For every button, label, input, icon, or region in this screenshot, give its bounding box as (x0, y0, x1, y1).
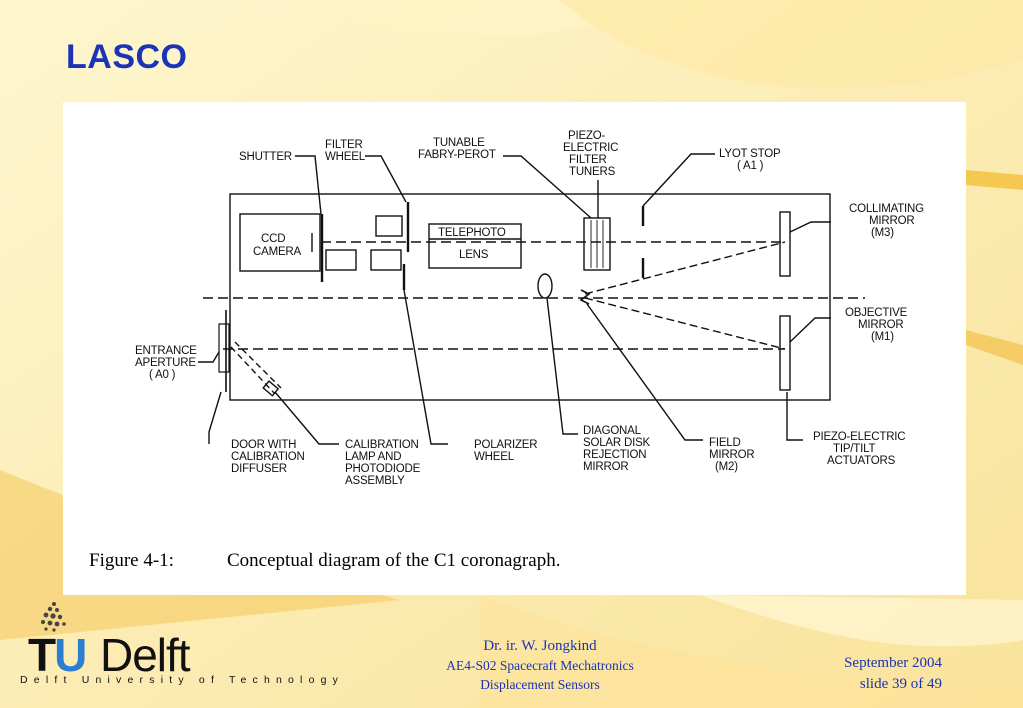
solar-disk-rejection-mirror (537, 273, 553, 299)
logo-tu: TU (28, 629, 87, 681)
diagram-label: FILTER (569, 154, 607, 166)
diagram-label: PIEZO-ELECTRIC (813, 431, 905, 443)
figure-caption: Figure 4-1: Conceptual diagram of the C1 … (89, 550, 560, 572)
diagram-label: WHEEL (474, 451, 515, 463)
diagram-label: ( A1 ) (737, 160, 764, 172)
diagram-label: CAMERA (253, 246, 302, 258)
slide-title: LASCO (66, 38, 188, 76)
diagram-label: WHEEL (325, 151, 366, 163)
instrument-housing (229, 193, 831, 401)
diagram-label: FILTER (325, 139, 363, 151)
diagram-label: LENS (459, 249, 489, 261)
footer-author: Dr. ir. W. Jongkind (483, 638, 597, 654)
diagram-label: TUNABLE (433, 137, 485, 149)
diagram-label: (M3) (871, 227, 894, 239)
diagram-label: ( A0 ) (149, 369, 176, 381)
diagram-label: FABRY-PEROT (418, 149, 496, 161)
logo-delft: Delft (100, 629, 191, 681)
footer-topic: Displacement Sensors (480, 677, 600, 692)
diagram-label: LAMP AND (345, 451, 401, 463)
label-shutter: SHUTTER (239, 151, 292, 163)
diagram-label: MIRROR (583, 461, 628, 473)
field-mirror (579, 289, 591, 305)
flame-icon (41, 602, 66, 632)
diagram-label: TUNERS (569, 166, 616, 178)
figure-caption-text: Conceptual diagram of the C1 coronagraph… (227, 550, 561, 571)
diagram-label: POLARIZER (474, 439, 537, 451)
diagram-label: LYOT STOP (719, 148, 781, 160)
entrance-aperture (218, 323, 230, 373)
diagram-label: (M1) (871, 331, 894, 343)
diagram-label: APERTURE (135, 357, 196, 369)
diagram-label: (M2) (715, 461, 738, 473)
fabry-perot-filter (583, 217, 611, 271)
diagram-label: ENTRANCE (135, 345, 197, 357)
diagram-label: DOOR WITH (231, 439, 296, 451)
diagram-label: CALIBRATION (231, 451, 305, 463)
diagram-label: COLLIMATING (849, 203, 924, 215)
diagram-label: FIELD (709, 437, 741, 449)
diagram-label: MIRROR (709, 449, 754, 461)
footer-course: AE4-S02 Spacecraft Mechatronics (446, 658, 634, 673)
ccd-camera-box (239, 213, 321, 272)
tu-delft-logo: TU Delft Delft University of Technology (20, 600, 338, 700)
diagram-label: REJECTION (583, 449, 646, 461)
footer-date: September 2004 (844, 655, 942, 671)
diagram-label: CALIBRATION (345, 439, 419, 451)
figure-caption-number: Figure 4-1: (89, 550, 174, 571)
diagram-label: PHOTODIODE (345, 463, 421, 475)
diagram-label: TIP/TILT (833, 443, 875, 455)
figure-panel: SHUTTER FILTER WHEEL TUNABLE FABRY-PEROT… (63, 102, 966, 595)
diagram-label: DIAGONAL (583, 425, 642, 437)
logo-subtitle: Delft University of Technology (20, 674, 345, 686)
diagram-label: OBJECTIVE (845, 307, 908, 319)
diagram-label: PIEZO- (568, 130, 606, 142)
objective-mirror (779, 315, 791, 391)
diagram-label: SOLAR DISK (583, 437, 651, 449)
diagram-label: TELEPHOTO (438, 227, 506, 239)
footer-slide-number: slide 39 of 49 (859, 676, 942, 692)
diagram-label: DIFFUSER (231, 463, 287, 475)
diagram-label: MIRROR (858, 319, 903, 331)
footer-center: Dr. ir. W. Jongkind AE4-S02 Spacecraft M… (400, 636, 680, 694)
diagram-label: ACTUATORS (827, 455, 896, 467)
diagram-label: CCD (261, 233, 285, 245)
diagram-label: ELECTRIC (563, 142, 618, 154)
diagram-label: ASSEMBLY (345, 475, 405, 487)
footer-right: September 2004 slide 39 of 49 (844, 653, 942, 695)
collimating-mirror (779, 211, 791, 277)
telephoto-lens-box (428, 223, 522, 269)
coronagraph-diagram: SHUTTER FILTER WHEEL TUNABLE FABRY-PEROT… (135, 130, 924, 487)
diagram-label: MIRROR (869, 215, 914, 227)
